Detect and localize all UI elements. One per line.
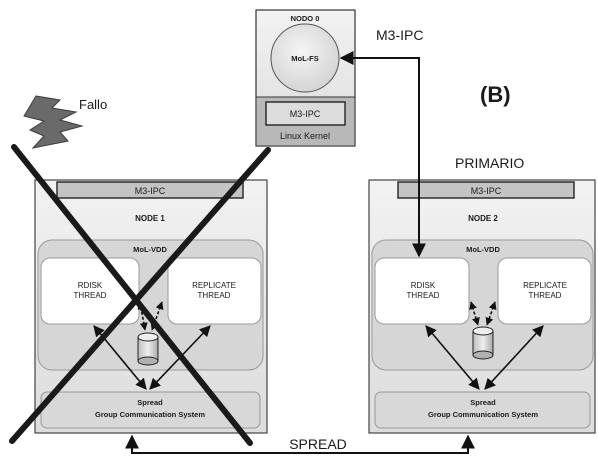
node2-spread-line1: Spread [470, 398, 496, 407]
node1-title: NODE 1 [135, 214, 165, 223]
primario-label: PRIMARIO [455, 155, 524, 171]
m3-ipc-link-arrow [339, 51, 426, 258]
node2-replicate-thread [497, 257, 592, 325]
nodo0-box: NODO 0 MoL-FS M3-IPC Linux Kernel [255, 9, 356, 147]
m3-ipc-link-label: M3-IPC [376, 27, 423, 43]
node1-rdisk-line1: RDISK [78, 281, 103, 290]
node2-ipc-label: M3-IPC [471, 186, 502, 196]
linux-kernel-label: Linux Kernel [280, 131, 330, 141]
node2-rdisk-line1: RDISK [411, 281, 436, 290]
nodo0-title: NODO 0 [291, 14, 320, 23]
nodo0-ipc-label: M3-IPC [290, 109, 321, 119]
spread-link-arrow [125, 434, 475, 454]
mol-fs-label: MoL-FS [291, 54, 319, 63]
node2-arrows [425, 301, 544, 390]
node1-vdd-label: MoL-VDD [133, 245, 167, 254]
node2-box: M3-IPC NODE 2 MoL-VDD RDISK THREAD REPLI… [368, 179, 596, 434]
node2-replicate-line2: THREAD [529, 291, 562, 300]
node2-spread-line2: Group Communication System [428, 410, 538, 419]
node2-rdisk-line2: THREAD [407, 291, 440, 300]
label-b: (B) [480, 82, 511, 107]
node2-title: NODE 2 [468, 214, 498, 223]
node1-spread-line1: Spread [137, 398, 163, 407]
node2-spread-box [374, 391, 591, 429]
node1-spread-line2: Group Communication System [95, 410, 205, 419]
node1-rdisk-line2: THREAD [74, 291, 107, 300]
fallo-label: Fallo [79, 97, 107, 112]
node1-ipc-label: M3-IPC [135, 186, 166, 196]
node1-replicate-line2: THREAD [198, 291, 231, 300]
node1-replicate-thread [167, 257, 262, 325]
node1-ipc-bar [56, 181, 244, 199]
spread-link-label: SPREAD [289, 436, 347, 452]
node2-rdisk-thread [374, 257, 470, 325]
node1-disk-icon [137, 332, 159, 366]
failure-x-mark [9, 144, 271, 446]
lightning-icon [23, 95, 84, 149]
node2-disk-icon [472, 326, 494, 360]
node1-replicate-line1: REPLICATE [192, 281, 236, 290]
node2-replicate-line1: REPLICATE [523, 281, 567, 290]
node2-vdd-label: MoL-VDD [466, 245, 500, 254]
mol-fs-circle [270, 23, 340, 93]
